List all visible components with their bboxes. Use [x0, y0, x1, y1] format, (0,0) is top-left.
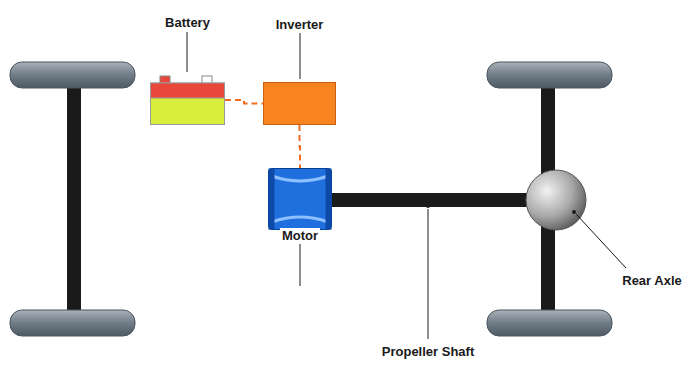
wheel [10, 310, 135, 336]
wheel [10, 62, 135, 88]
wheel [487, 62, 612, 88]
part-label-text: Propeller Shaft [380, 344, 476, 360]
battery-symbol [150, 75, 225, 125]
component-label: Inverter [274, 17, 326, 33]
motor-node: Motor [268, 168, 332, 230]
leader-line [300, 32, 301, 79]
leader-line [576, 214, 626, 268]
battery-cap [151, 83, 225, 98]
part-label-text: Rear Axle [620, 273, 684, 289]
power-cable [299, 125, 302, 168]
leader-line [428, 209, 429, 339]
power-cable [225, 100, 263, 104]
inverter-node: Inverter [263, 82, 336, 125]
component-label: Battery [163, 15, 212, 31]
part-label: Rear Axle [620, 271, 684, 289]
component-label: Motor [280, 228, 320, 244]
leader-dot [572, 210, 576, 214]
leader-dot [426, 204, 430, 208]
motor-highlight [272, 217, 328, 222]
wheel [487, 310, 612, 336]
propeller-shaft [330, 193, 535, 207]
part-label: Propeller Shaft [380, 342, 476, 360]
label-holder: Motor [280, 226, 320, 244]
battery-body [151, 83, 225, 125]
motor-symbol [268, 168, 332, 230]
battery-node: Battery [150, 75, 225, 125]
label-holder: Battery [163, 13, 212, 31]
motor-end [326, 169, 332, 230]
motor-end [269, 169, 275, 230]
differential [526, 170, 586, 230]
motor-body [269, 169, 332, 230]
label-holder: Inverter [274, 15, 326, 33]
motor-highlight [272, 176, 328, 181]
leader-line [187, 32, 188, 72]
front-axle [67, 74, 81, 322]
